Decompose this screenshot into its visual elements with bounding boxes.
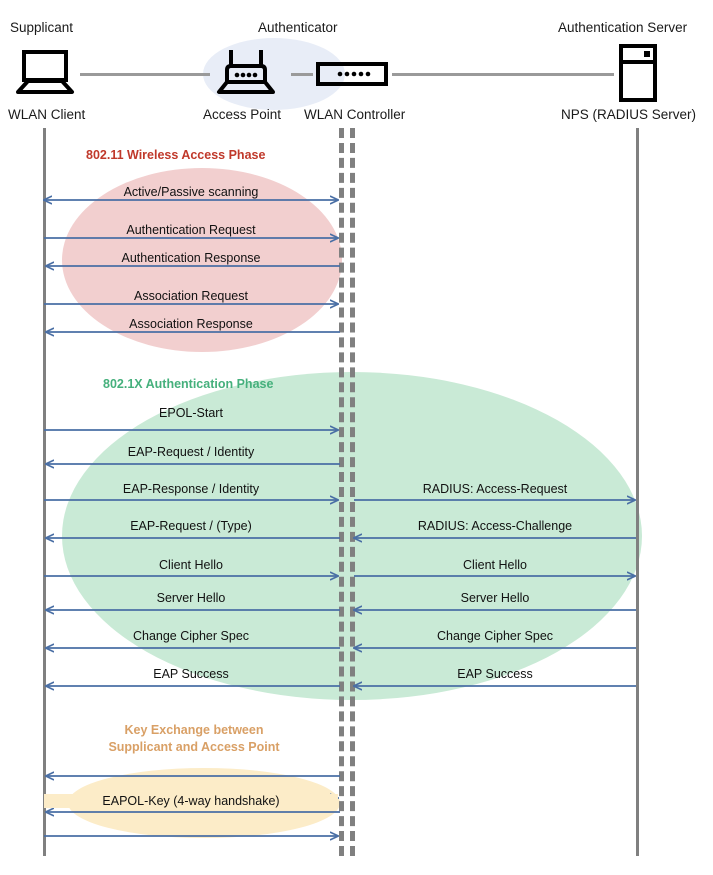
role-label-supplicant: Supplicant — [10, 20, 74, 35]
lifeline-wlan-controller — [350, 128, 355, 856]
message-label: Client Hello — [463, 558, 527, 572]
message-label: EAP-Response / Identity — [122, 482, 260, 496]
controller-icon — [316, 62, 388, 86]
message-label: EAPOL-Key (4-way handshake) — [44, 794, 338, 808]
message-label: EPOL-Start — [159, 406, 223, 420]
message-label: Authentication Request — [126, 223, 256, 237]
role-label-authentication-server: Authentication Server — [558, 20, 688, 35]
wire-ap-to-controller — [291, 73, 313, 76]
message-label: EAP-Request / Identity — [127, 445, 255, 459]
phase-label-wireless-access: 802.11 Wireless Access Phase — [86, 148, 266, 162]
message-label: Server Hello — [156, 591, 226, 605]
message-label: EAP Success — [153, 667, 229, 681]
router-icon — [217, 50, 275, 94]
wire-controller-to-server — [392, 73, 614, 76]
phase-label-key-exchange-line2: Supplicant and Access Point — [108, 740, 280, 754]
message-label: Active/Passive scanning — [123, 185, 259, 199]
message-label: Authentication Response — [121, 251, 261, 265]
lifeline-authentication-server — [636, 128, 639, 856]
message-label: Association Response — [129, 317, 253, 331]
wire-client-to-ap — [80, 73, 210, 76]
role-label-authenticator: Authenticator — [258, 20, 338, 35]
phase-label-dot1x: 802.1X Authentication Phase — [103, 377, 274, 391]
message-label: RADIUS: Access-Request — [422, 482, 568, 496]
device-label-access-point: Access Point — [203, 107, 282, 122]
lifeline-supplicant — [43, 128, 46, 856]
laptop-icon — [16, 50, 74, 94]
lifeline-access-point — [339, 128, 344, 856]
phase-label-key-exchange: Key Exchange between Supplicant and Acce… — [101, 722, 287, 756]
message-label: Client Hello — [159, 558, 223, 572]
device-label-wlan-controller: WLAN Controller — [304, 107, 406, 122]
device-label-wlan-client: WLAN Client — [8, 107, 86, 122]
message-label: Server Hello — [460, 591, 530, 605]
device-label-nps-radius-server: NPS (RADIUS Server) — [561, 107, 697, 122]
server-icon — [619, 44, 657, 102]
message-label: Change Cipher Spec — [132, 629, 250, 643]
message-label: EAP Success — [457, 667, 533, 681]
message-label: EAP-Request / (Type) — [130, 519, 252, 533]
message-label: RADIUS: Access-Challenge — [417, 519, 573, 533]
message-label: Change Cipher Spec — [436, 629, 554, 643]
phase-label-key-exchange-line1: Key Exchange between — [124, 723, 264, 737]
message-label: Association Request — [134, 289, 248, 303]
